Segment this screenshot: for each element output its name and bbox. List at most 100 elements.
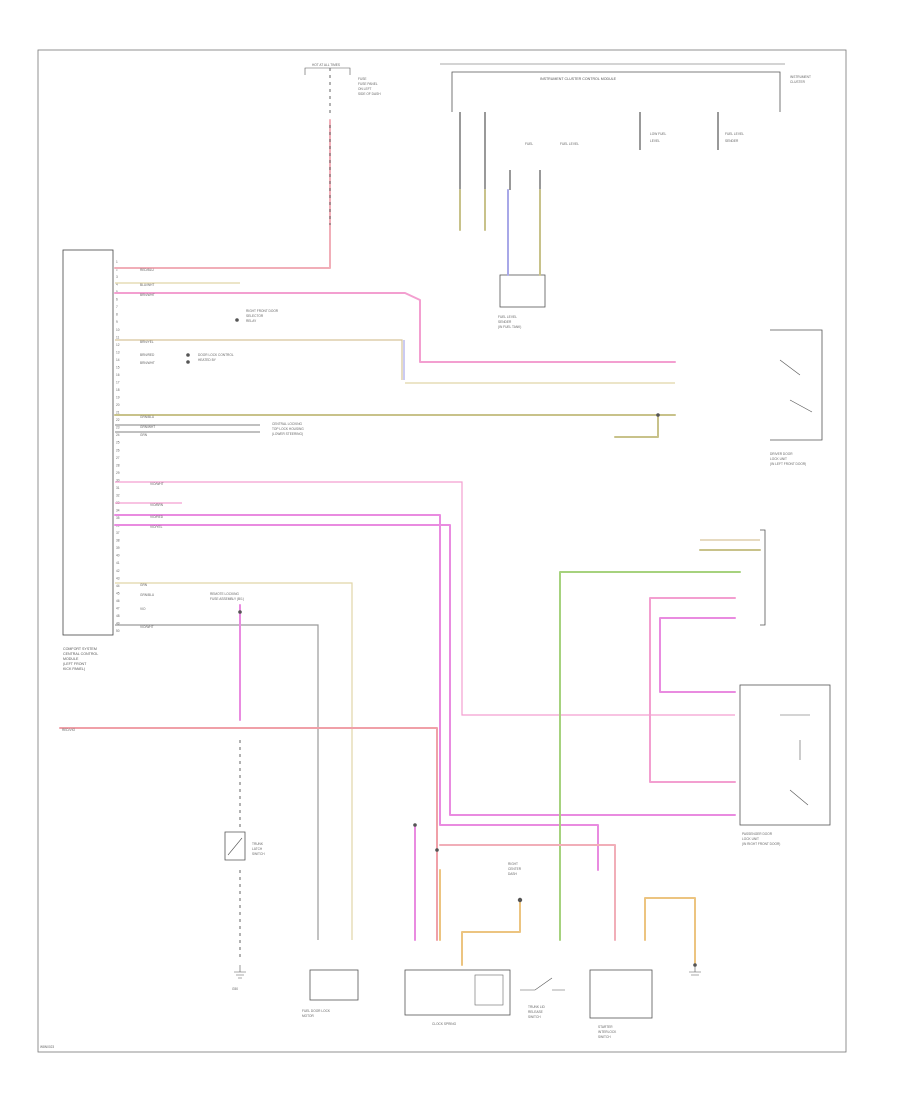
footer-code: W8N0023 (40, 1045, 54, 1049)
gateway-pin-16: 16 (116, 373, 120, 377)
gateway-pin-41: 41 (116, 561, 120, 565)
ground-symbol (234, 965, 246, 979)
trunk-latch-symbol (224, 831, 246, 861)
gateway-pin-24: 24 (116, 433, 120, 437)
starter-interlock-label-3: SWITCH (598, 1035, 611, 1039)
gateway-module: 1234567891011121314151617181920212223242… (62, 249, 120, 671)
gateway-pin-43: 43 (116, 576, 120, 580)
gateway-pin-29: 29 (116, 471, 120, 475)
callout-rfd-1: RIGHT FRONT DOOR (246, 309, 279, 313)
gateway-pin-37: 37 (116, 531, 120, 535)
gateway-pin-10: 10 (116, 328, 120, 332)
gateway-pin-22: 22 (116, 418, 120, 422)
gateway-pin-49: 49 (116, 621, 120, 625)
gateway-label-line-5: KICK PANEL) (63, 667, 85, 671)
wire-pink-right-1 (649, 597, 736, 783)
driver-door-lock-unit: DRIVER DOOR LOCK UNIT (IN LEFT FRONT DOO… (770, 329, 823, 466)
callout-dl-2: HEATED BY (198, 358, 217, 362)
trunk-lid-label-2: RELEASE (528, 1010, 543, 1014)
wire-gray-to-fuel (115, 624, 319, 940)
wire-green-long (559, 571, 741, 941)
wl-gw-bottom-2: GRN/BLU (140, 593, 155, 597)
callout-cl-2: TOP LOCK HOUSING (272, 427, 304, 431)
instrument-cluster-side-line-1: INSTRUMENT (790, 75, 811, 79)
gateway-pin-1: 1 (116, 260, 118, 264)
gateway-pin-46: 46 (116, 599, 120, 603)
fuel-door-motor-label-1: FUEL DOOR LOCK (302, 1009, 331, 1013)
wire-magenta-1 (114, 514, 599, 871)
trunk-lid-label: TRUNK LID RELEASE SWITCH (528, 1005, 546, 1019)
callout-trunk: TRUNK LATCH SWITCH (252, 842, 265, 856)
fuel-door-motor-label: FUEL DOOR LOCK MOTOR (302, 1009, 331, 1018)
gateway-pin-47: 47 (116, 606, 120, 610)
callout-cl-3: (LOWER STEERING) (272, 432, 303, 436)
dot-1 (235, 318, 239, 322)
wl-gw-lower-4: VIO/YEL (150, 525, 163, 529)
fuel-level-sender-label-1: FUEL LEVEL (498, 315, 517, 319)
passenger-lock-switch (780, 714, 810, 806)
wire-pink-right-2 (659, 617, 736, 693)
wire-magenta-2 (114, 524, 736, 816)
trunk-lid-label-3: SWITCH (528, 1015, 541, 1019)
gateway-pin-25: 25 (116, 441, 120, 445)
gateway-pin-15: 15 (116, 365, 120, 369)
passenger-lock-upper-box (760, 529, 766, 626)
top-fuse-label-line-4: ON LEFT (358, 87, 372, 91)
gateway-pin-14: 14 (116, 358, 120, 362)
top-fuse-connector: HOT AT ALL TIMES FUSE FUSE PANEL ON LEFT… (304, 63, 381, 115)
callout-dt-2: CENTER (508, 867, 522, 871)
gateway-label-line-3: MODULE (63, 657, 79, 661)
wl-gw-mid-2: BRN/RED (140, 353, 155, 357)
gateway-pin-21: 21 (116, 411, 120, 415)
gateway-pin-17: 17 (116, 380, 120, 384)
wl-gw-green-3: GRN (140, 433, 148, 437)
gateway-pin-31: 31 (116, 486, 120, 490)
top-fuse-label-line-3: FUSE PANEL (358, 82, 378, 86)
gateway-pin-20: 20 (116, 403, 120, 407)
trunk-lid-switch-symbol (520, 977, 565, 991)
gateway-pin-13: 13 (116, 350, 120, 354)
starter-interlock-label-2: INTERLOCK (598, 1030, 617, 1034)
instrument-cluster-title: INSTRUMENT CLUSTER CONTROL MODULE (540, 77, 617, 81)
gateway-label: COMFORT SYSTEM CENTRAL CONTROL MODULE (L… (63, 647, 99, 671)
callout-fb-1: REMOTE LOCKING (210, 592, 239, 596)
gateway-pin-23: 23 (116, 426, 120, 430)
driver-door-switch (779, 359, 813, 413)
fuel-door-motor-label-2: MOTOR (302, 1014, 315, 1018)
ground-right-symbol (689, 965, 701, 976)
passenger-lock-label-2: LOCK UNIT (742, 837, 759, 841)
wire-orange-clock (461, 899, 521, 966)
callout-fuse-bot: REMOTE LOCKING FUSE ASSEMBLY (B/1) (210, 592, 244, 601)
gateway-module-box (62, 249, 114, 636)
instrument-cluster-sub-6: SENDER (725, 139, 739, 143)
wire-brown-mid (115, 339, 403, 380)
callout-dl-1: DOOR LOCK CONTROL (198, 353, 234, 357)
clock-spring-inner (474, 974, 504, 1006)
bottom-components: G50 FUEL DOOR LOCK MOTOR CLOCK SPRING TR… (224, 831, 701, 1039)
gateway-pin-28: 28 (116, 463, 120, 467)
gateway-pin-26: 26 (116, 448, 120, 452)
dot-2 (186, 353, 190, 357)
diagram-frame (37, 49, 847, 1053)
wl-gw-bottom-4: VIO/WHT (140, 625, 154, 629)
gateway-pin-18: 18 (116, 388, 120, 392)
fuel-level-sender-label-3: (IN FUEL TANK) (498, 325, 521, 329)
wl-gw-top-1: RED/BLU (140, 268, 155, 272)
connector-dots (186, 318, 697, 967)
gateway-label-line-2: CENTRAL CONTROL (63, 652, 98, 656)
gateway-pin-34: 34 (116, 509, 120, 513)
fuel-level-sender-label: FUEL LEVEL SENDER (IN FUEL TANK) (498, 315, 521, 329)
instrument-cluster-sub-1: FUEL (525, 142, 533, 146)
callout-cl-1: CENTRAL LOCKING (272, 422, 303, 426)
dashed-harness (239, 125, 331, 960)
gateway-pin-4: 4 (116, 283, 118, 287)
gateway-pin-2: 2 (116, 268, 118, 272)
gateway-pin-12: 12 (116, 343, 120, 347)
instrument-cluster-side-label: INSTRUMENT CLUSTER (790, 75, 812, 84)
wires (59, 119, 761, 966)
wl-red-left: RED/VIO (62, 728, 76, 732)
top-fuse-label: HOT AT ALL TIMES FUSE FUSE PANEL ON LEFT… (312, 63, 381, 96)
gateway-pin-40: 40 (116, 554, 120, 558)
fuel-level-sender-label-2: SENDER (498, 320, 512, 324)
